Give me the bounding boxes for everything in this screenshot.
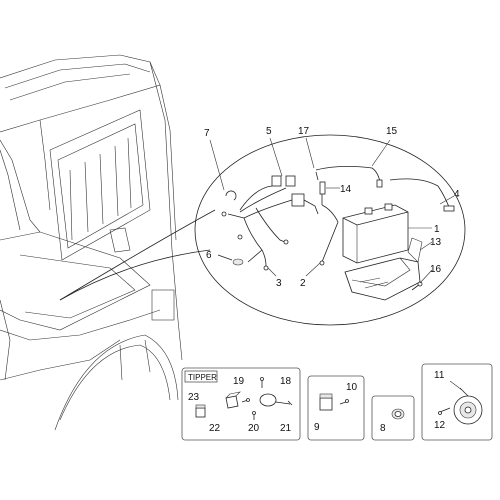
label-12: 12 bbox=[434, 420, 446, 431]
label-6: 6 bbox=[206, 250, 212, 261]
leader-lines bbox=[209, 137, 455, 284]
label-10: 10 bbox=[346, 382, 358, 393]
label-8: 8 bbox=[380, 423, 386, 434]
part-2-cable bbox=[319, 204, 339, 266]
part-14-fuse-link bbox=[319, 181, 326, 205]
part-4-ground-cable bbox=[389, 178, 455, 212]
label-1: 1 bbox=[434, 224, 440, 235]
label-19: 19 bbox=[233, 376, 245, 387]
inset-horn: 11 12 bbox=[421, 363, 493, 441]
part-6-terminal bbox=[217, 254, 244, 266]
inset-relay: 10 9 bbox=[307, 375, 365, 441]
label-23: 23 bbox=[188, 392, 200, 403]
inset-tipper-title: TIPPER bbox=[188, 373, 217, 382]
label-9: 9 bbox=[314, 422, 320, 433]
part-1-battery bbox=[342, 203, 409, 264]
label-5: 5 bbox=[266, 126, 272, 137]
part-16-screw bbox=[411, 281, 423, 291]
label-14: 14 bbox=[340, 184, 352, 195]
label-4: 4 bbox=[454, 189, 460, 200]
label-7: 7 bbox=[204, 128, 210, 139]
label-17: 17 bbox=[298, 126, 310, 137]
label-15: 15 bbox=[386, 126, 398, 137]
inset-grommet: 8 bbox=[371, 395, 415, 441]
label-16: 16 bbox=[430, 264, 442, 275]
label-20: 20 bbox=[248, 423, 260, 434]
vehicle-cab-outline bbox=[0, 54, 183, 431]
part-7-clip bbox=[225, 190, 237, 201]
label-21: 21 bbox=[280, 423, 292, 434]
label-18: 18 bbox=[280, 376, 292, 387]
part-5-wiring-harness bbox=[221, 175, 319, 271]
label-22: 22 bbox=[209, 423, 221, 434]
inset-tipper: TIPPER 23 19 18 22 20 21 bbox=[181, 367, 301, 441]
part-15-cable bbox=[315, 166, 383, 188]
label-3: 3 bbox=[276, 278, 282, 289]
label-2: 2 bbox=[300, 278, 306, 289]
label-13: 13 bbox=[430, 237, 442, 248]
zoom-callout bbox=[59, 134, 466, 326]
label-11: 11 bbox=[434, 370, 445, 381]
